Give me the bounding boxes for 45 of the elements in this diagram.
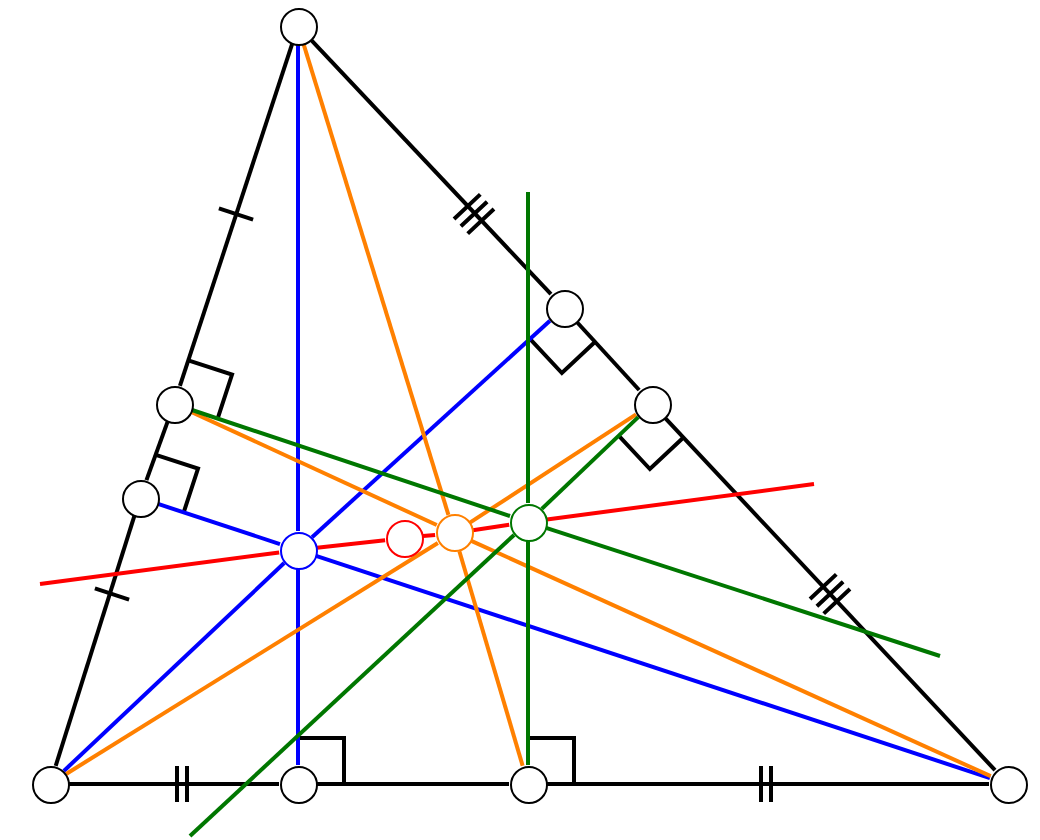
line-segment <box>540 415 640 511</box>
line-segment <box>157 502 281 546</box>
point-circle <box>435 514 473 552</box>
point-circle <box>509 765 547 803</box>
line-segment <box>190 410 438 527</box>
line-segment <box>301 43 451 516</box>
line-segment <box>545 525 941 658</box>
line-segment <box>526 192 530 503</box>
line-segment <box>309 38 553 296</box>
point-circle <box>121 479 159 517</box>
line-segment <box>317 782 509 786</box>
point-circle <box>545 289 583 327</box>
line-segment <box>188 533 516 838</box>
line-segment <box>69 782 279 786</box>
line-segment <box>526 541 530 765</box>
line-segment <box>470 539 992 778</box>
line-segment <box>575 320 641 392</box>
line-segment <box>296 45 300 531</box>
line-segment <box>457 550 525 767</box>
line-segment <box>65 541 439 776</box>
point-circle <box>279 765 317 803</box>
point-circle <box>385 519 423 557</box>
point-circle <box>31 765 69 803</box>
point-circle <box>633 385 671 423</box>
line-segment <box>62 561 286 773</box>
line-segment <box>472 522 510 533</box>
line-segment <box>547 782 989 786</box>
point-circle <box>509 503 547 541</box>
line-segment <box>316 538 386 550</box>
line-segment <box>315 554 991 780</box>
line-segment <box>178 43 294 387</box>
line-segment <box>296 569 300 765</box>
line-segment <box>53 515 137 767</box>
line-segment <box>191 408 511 518</box>
line-segment <box>663 416 997 772</box>
point-circle <box>155 385 193 423</box>
point-circle <box>279 7 317 45</box>
line-segment <box>39 550 280 586</box>
point-circle <box>279 531 317 569</box>
line-segment <box>144 421 170 481</box>
point-circle <box>989 765 1027 803</box>
line-segment <box>546 482 815 522</box>
line-segment <box>422 532 436 539</box>
line-segment <box>468 412 638 525</box>
line-segment <box>310 319 552 539</box>
